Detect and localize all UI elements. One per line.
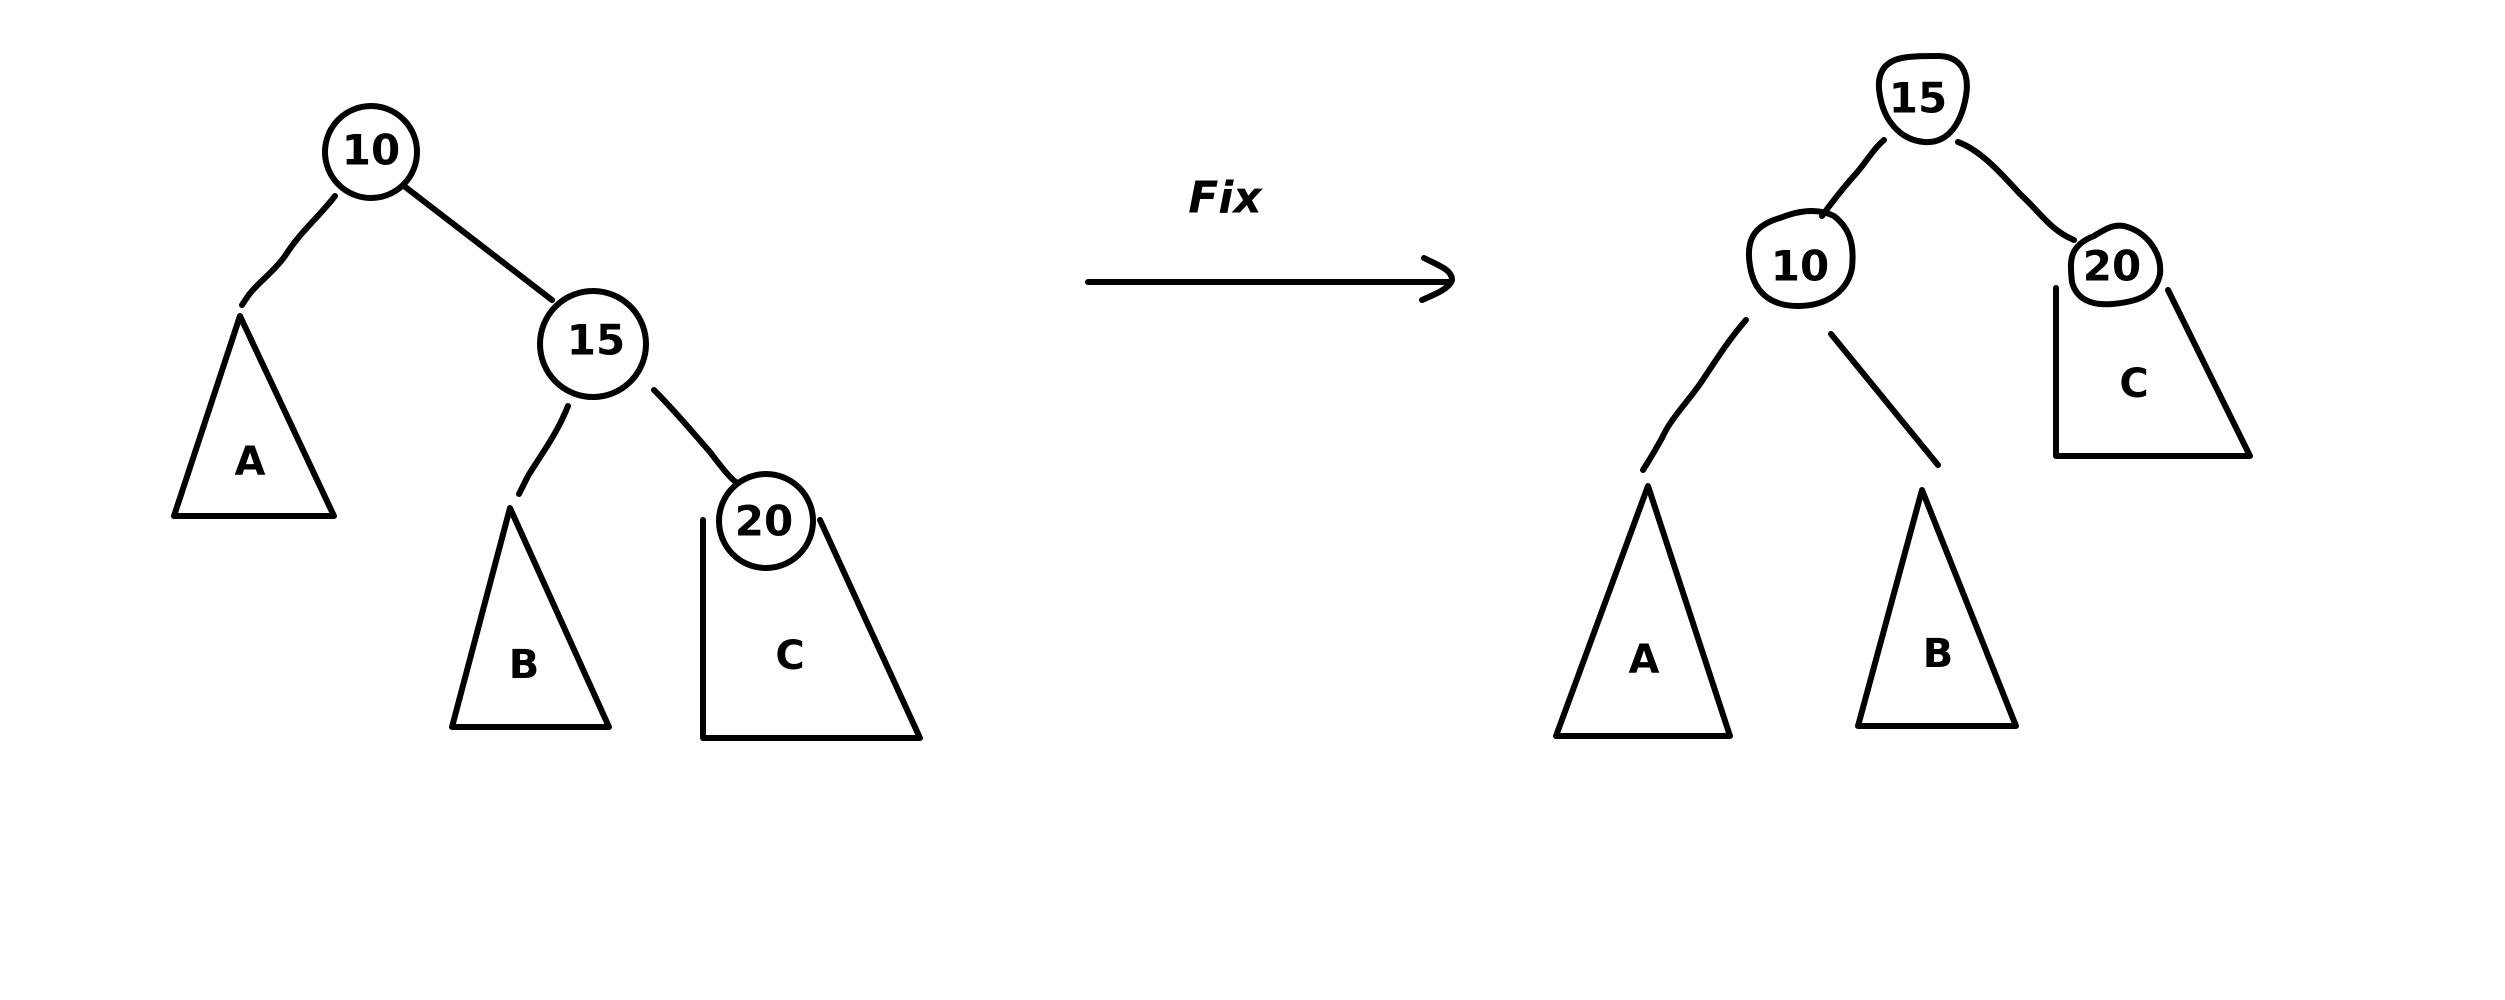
node-15: 15 — [1875, 53, 1970, 146]
node-circle — [322, 103, 420, 201]
before-tree: 10 15 20 A B C — [171, 103, 923, 741]
node-circle — [537, 288, 649, 400]
edge-10-to-15 — [401, 183, 555, 303]
subtree-triangle — [171, 313, 337, 519]
node-15: 15 — [537, 288, 649, 400]
fix-transition: Fix — [1085, 173, 1455, 303]
edge-10-to-B — [1828, 331, 1941, 468]
edge-15-to-10 — [1819, 137, 1887, 219]
edge-10-to-A — [1640, 317, 1749, 473]
node-label: 20 — [735, 497, 793, 546]
node-label: 20 — [2083, 242, 2141, 291]
edge-15-to-20 — [1955, 139, 2077, 243]
edge-15-to-20 — [651, 387, 739, 485]
node-10: 10 — [322, 103, 420, 201]
subtree-A: A — [1553, 483, 1733, 739]
node-10: 10 — [1745, 208, 1856, 309]
after-tree: 15 10 20 A B C — [1553, 53, 2253, 739]
node-circle — [1745, 208, 1856, 309]
node-label: 15 — [567, 316, 625, 365]
subtree-label: A — [235, 439, 266, 485]
subtree-label: C — [775, 633, 804, 679]
subtree-A: A — [171, 313, 337, 519]
edge-10-to-A — [239, 193, 338, 308]
node-20: 20 — [2067, 222, 2164, 308]
subtree-triangle — [449, 505, 612, 730]
subtree-shape — [700, 517, 923, 741]
node-label: 15 — [1889, 74, 1947, 123]
subtree-C: C — [700, 517, 923, 741]
subtree-C: C — [2053, 285, 2253, 459]
subtree-label: C — [2119, 361, 2148, 407]
subtree-label: A — [1629, 637, 1660, 683]
node-20: 20 — [716, 471, 816, 571]
node-circle — [1875, 53, 1970, 146]
subtree-B: B — [449, 505, 612, 730]
subtree-label: B — [1923, 631, 1954, 677]
edge-15-to-B — [516, 403, 571, 497]
node-label: 10 — [1771, 242, 1829, 291]
node-circle — [2067, 222, 2164, 308]
subtree-B: B — [1855, 487, 2019, 729]
subtree-triangle — [1553, 483, 1733, 739]
subtree-label: B — [509, 642, 540, 688]
fix-label: Fix — [1188, 173, 1263, 224]
node-circle — [716, 471, 816, 571]
arrow-head-icon — [1419, 255, 1455, 303]
node-label: 10 — [342, 126, 400, 175]
subtree-shape — [2053, 285, 2253, 459]
subtree-triangle — [1855, 487, 2019, 729]
